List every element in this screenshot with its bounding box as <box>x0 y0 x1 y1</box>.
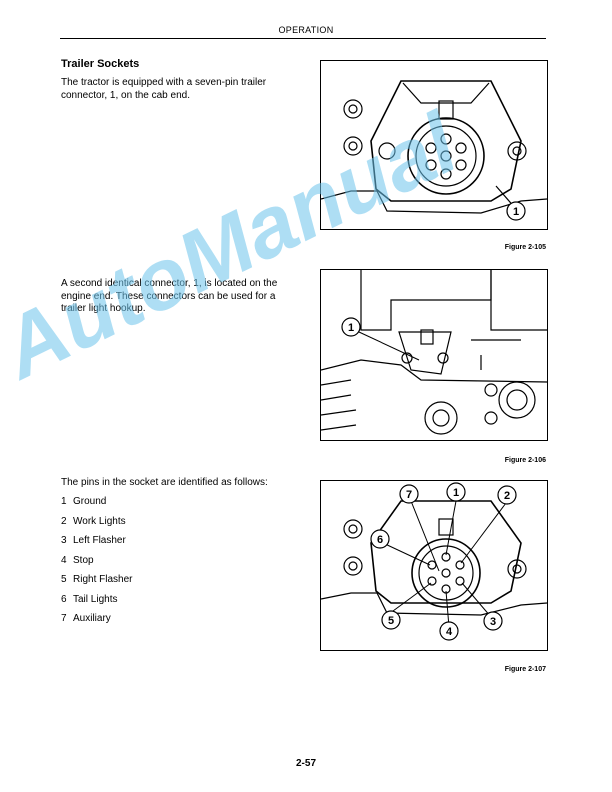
figure-caption: Figure 2-106 <box>504 457 546 464</box>
callout-circle <box>497 485 517 505</box>
callout-7: 7 <box>406 489 412 501</box>
callout-circle <box>341 317 361 337</box>
pin-number: 7 <box>61 613 67 624</box>
callout-1: 1 <box>513 206 519 218</box>
pin-label: Work Lights <box>73 515 126 527</box>
pin-item: 5 Right Flasher <box>61 574 132 586</box>
pin-number: 6 <box>61 593 67 605</box>
page-number: 2-57 <box>295 758 316 769</box>
callout-circle <box>399 484 419 504</box>
pin-number: 4 <box>61 554 67 566</box>
figure-caption: Figure 2-105 <box>504 244 546 251</box>
figure-caption: Figure 2-107 <box>504 666 546 673</box>
paragraph-pins-intro: The pins in the socket are identified as… <box>61 477 268 488</box>
page-header: OPERATION <box>278 25 334 35</box>
header-rule <box>60 38 546 39</box>
figure-2-107: 7 1 2 6 5 4 3 <box>320 480 548 651</box>
pin-item: 7 Auxiliary <box>61 613 132 625</box>
pin-item: 6 Tail Lights <box>61 594 132 606</box>
figure-2-106: 1 <box>320 269 548 441</box>
pin-number: 3 <box>61 535 67 546</box>
pin-label: Tail Lights <box>73 593 118 605</box>
pin-list: 1 Ground 2 Work Lights 3 Left Flasher 4 Stop… <box>61 496 132 633</box>
callout-circle <box>381 610 401 630</box>
callout-1: 1 <box>453 487 459 499</box>
pin-number: 5 <box>61 574 67 585</box>
callout-circle <box>446 482 466 502</box>
pin-item: 2 Work Lights <box>61 516 132 528</box>
pin-number: 1 <box>61 496 67 507</box>
callout-circle <box>370 529 390 549</box>
callout-circle <box>439 621 459 641</box>
pin-number: 2 <box>61 515 67 527</box>
callout-2: 2 <box>504 490 510 502</box>
callout-1: 1 <box>348 322 354 334</box>
pin-label: Stop <box>73 554 94 566</box>
pin-item: 4 Stop <box>61 555 132 567</box>
connector-engine-illustration: 1 <box>321 270 547 435</box>
paragraph-cab-connector: The tractor is equipped with a seven-pin… <box>61 77 267 101</box>
pin-label: Left Flasher <box>73 535 126 546</box>
section-heading: Trailer Sockets <box>61 58 140 70</box>
callout-circle <box>483 611 503 631</box>
pin-label: Ground <box>73 496 107 507</box>
callout-3: 3 <box>490 616 496 628</box>
connector-cab-illustration: 1 <box>321 80 547 221</box>
pin-item: 1 Ground <box>61 496 132 508</box>
connector-pinout-illustration: 7 1 2 6 5 4 3 <box>321 482 547 641</box>
pin-item: 3 Left Flasher <box>61 535 132 547</box>
paragraph-engine-connector: A second identical connector, 1, is loca… <box>61 278 278 314</box>
pin-label: Right Flasher <box>73 574 133 585</box>
callout-circle <box>506 201 526 221</box>
callout-6: 6 <box>377 534 383 546</box>
figure-2-105: 1 <box>320 60 548 230</box>
callout-4: 4 <box>446 626 453 638</box>
pin-label: Auxiliary <box>73 613 111 624</box>
callout-5: 5 <box>388 615 394 627</box>
